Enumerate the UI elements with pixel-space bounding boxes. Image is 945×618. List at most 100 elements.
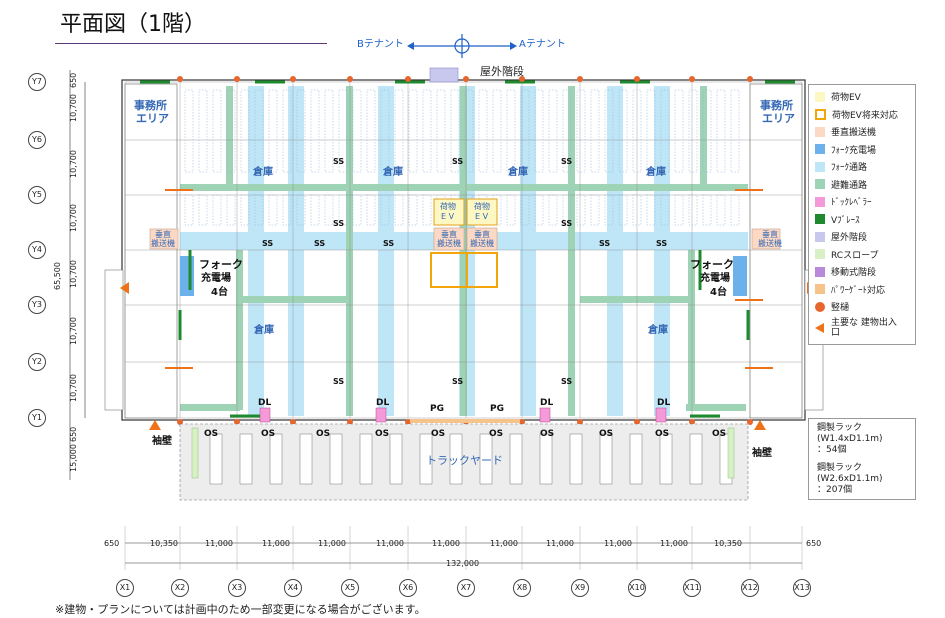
legend-label-10: RCスロープ: [831, 250, 879, 261]
dock-leveler-3: [539, 407, 551, 423]
truck-bay-16: [659, 433, 673, 485]
cargo-ev-left: [433, 198, 465, 226]
dim-y-7: 10,700: [69, 374, 78, 402]
rack-0-10: [324, 89, 334, 173]
rack-1-36: [688, 194, 698, 226]
legend-item-4: ﾌｫｰｸ充電場: [815, 143, 876, 156]
forklift-charger-left-2: 充電場: [201, 273, 231, 284]
wing-wall-left: 袖壁: [152, 436, 172, 447]
dim-x-10: 11,000: [604, 539, 632, 548]
rack-2-line-3: ：207個: [817, 485, 853, 495]
rack-0-0: [184, 89, 194, 173]
truck-bay-11: [509, 433, 523, 485]
title-underline: [55, 43, 327, 44]
axis-x-11: X11: [683, 579, 701, 597]
dock-leveler-1: [259, 407, 271, 423]
legend-item-6: 避難通路: [815, 178, 868, 191]
ss-label-10: SS: [561, 219, 573, 228]
truck-bay-8: [419, 433, 433, 485]
rack-1-25: [534, 194, 544, 226]
forklift-aisle-col-3: [378, 86, 394, 416]
vertical-conveyor-c2-1: 垂直: [474, 230, 490, 239]
downspout-top-2: [234, 76, 240, 82]
v-brace-1: [140, 80, 170, 84]
legend-label-6: 避難通路: [831, 180, 868, 191]
vertical-conveyor-c2-2: 搬送機: [470, 239, 494, 248]
dim-y-total: 65,500: [53, 262, 62, 290]
dim-y-9: 15,000: [69, 444, 78, 472]
axis-y-2: Y6: [28, 131, 46, 149]
entrance-marker-3: [754, 420, 766, 430]
axis-y-6: Y2: [28, 353, 46, 371]
rack-0-13: [366, 89, 376, 173]
legend-swatch-13: [815, 301, 825, 312]
evac-aisle-col-7: [700, 86, 707, 186]
evac-aisle-col-4: [236, 250, 243, 410]
v-brace-11: [230, 414, 260, 418]
rack-1-1: [198, 194, 208, 226]
truck-bay-2: [239, 433, 253, 485]
forklift-charger-left: [180, 256, 194, 296]
truck-bay-4: [299, 433, 313, 485]
forklift-charger-right: [733, 256, 747, 296]
rack-0-14: [380, 89, 390, 173]
rack-0-1: [198, 89, 208, 173]
rack-2-line-2: (W2.6xD1.1m): [817, 474, 883, 484]
vertical-conveyor-center-right: [466, 227, 498, 251]
dim-x-6: 11,000: [376, 539, 404, 548]
rack-0-7: [282, 89, 292, 173]
forklift-aisle-col-5: [520, 86, 536, 416]
dim-x-3: 11,000: [205, 539, 233, 548]
ss-label-9: SS: [333, 219, 345, 228]
axis-x-7: X7: [457, 579, 475, 597]
vertical-conveyor-right-2: 搬送機: [758, 239, 782, 248]
axis-x-9: X9: [571, 579, 589, 597]
legend-label-8: Vﾌﾞﾚｰｽ: [831, 215, 860, 226]
dim-x-12: 10,350: [714, 539, 742, 548]
legend-label-13: 竪樋: [831, 303, 850, 313]
downspout-bottom-9: [634, 419, 640, 425]
tenant-a-label: Aテナント: [519, 39, 566, 50]
dim-y-3: 10,700: [69, 150, 78, 178]
rack-1-line-3: ：54個: [817, 445, 847, 455]
rack-1-23: [506, 194, 516, 226]
forklift-aisle-col-7: [654, 86, 670, 416]
entrance-marker-2: [149, 420, 161, 430]
rack-0-18: [436, 89, 446, 173]
v-brace-2: [255, 80, 285, 84]
downspout-bottom-1: [177, 419, 183, 425]
rack-0-38: [716, 89, 726, 173]
axis-x-1: X1: [116, 579, 134, 597]
vertical-conveyor-left: [149, 228, 179, 250]
rack-1-33: [646, 194, 656, 226]
outdoor-stairs-label: 屋外階段: [480, 65, 524, 78]
os-label-2: OS: [261, 429, 276, 439]
forklift-charger-left-1: フォーク: [199, 258, 243, 271]
rack-0-24: [520, 89, 530, 173]
rack-summary: 鋼製ラック (W1.4xD1.1m) ：54個 鋼製ラック (W2.6xD1.1…: [808, 418, 916, 500]
future-ev-right: [466, 252, 498, 288]
forklift-charger-left-3: 4台: [211, 287, 228, 298]
dl-label-2: DL: [376, 398, 390, 408]
v-brace-3: [395, 80, 425, 84]
rack-0-5: [254, 89, 264, 173]
legend-label-12: ﾊﾟﾜｰｹﾞｰﾄ対応: [831, 285, 886, 296]
downspout-bottom-8: [577, 419, 583, 425]
dim-y-8: 650: [69, 426, 78, 442]
ss-label-13: SS: [561, 377, 573, 386]
rack-1-0: [184, 194, 194, 226]
rack-0-3: [226, 89, 236, 173]
evac-aisle-col-6: [226, 86, 233, 186]
rc-slope-left: [191, 427, 199, 479]
truck-bay-1: [209, 433, 223, 485]
vertical-conveyor-left-1: 垂直: [155, 230, 171, 239]
rack-1-38: [716, 194, 726, 226]
axis-x-6: X6: [399, 579, 417, 597]
office-block-right: [749, 83, 803, 419]
legend-swatch-9: [815, 231, 825, 242]
rack-0-25: [534, 89, 544, 173]
rack-0-31: [618, 89, 628, 173]
wing-wall-right: 袖壁: [752, 448, 772, 459]
legend-item-9: 屋外階段: [815, 230, 867, 243]
rack-1-31: [618, 194, 628, 226]
